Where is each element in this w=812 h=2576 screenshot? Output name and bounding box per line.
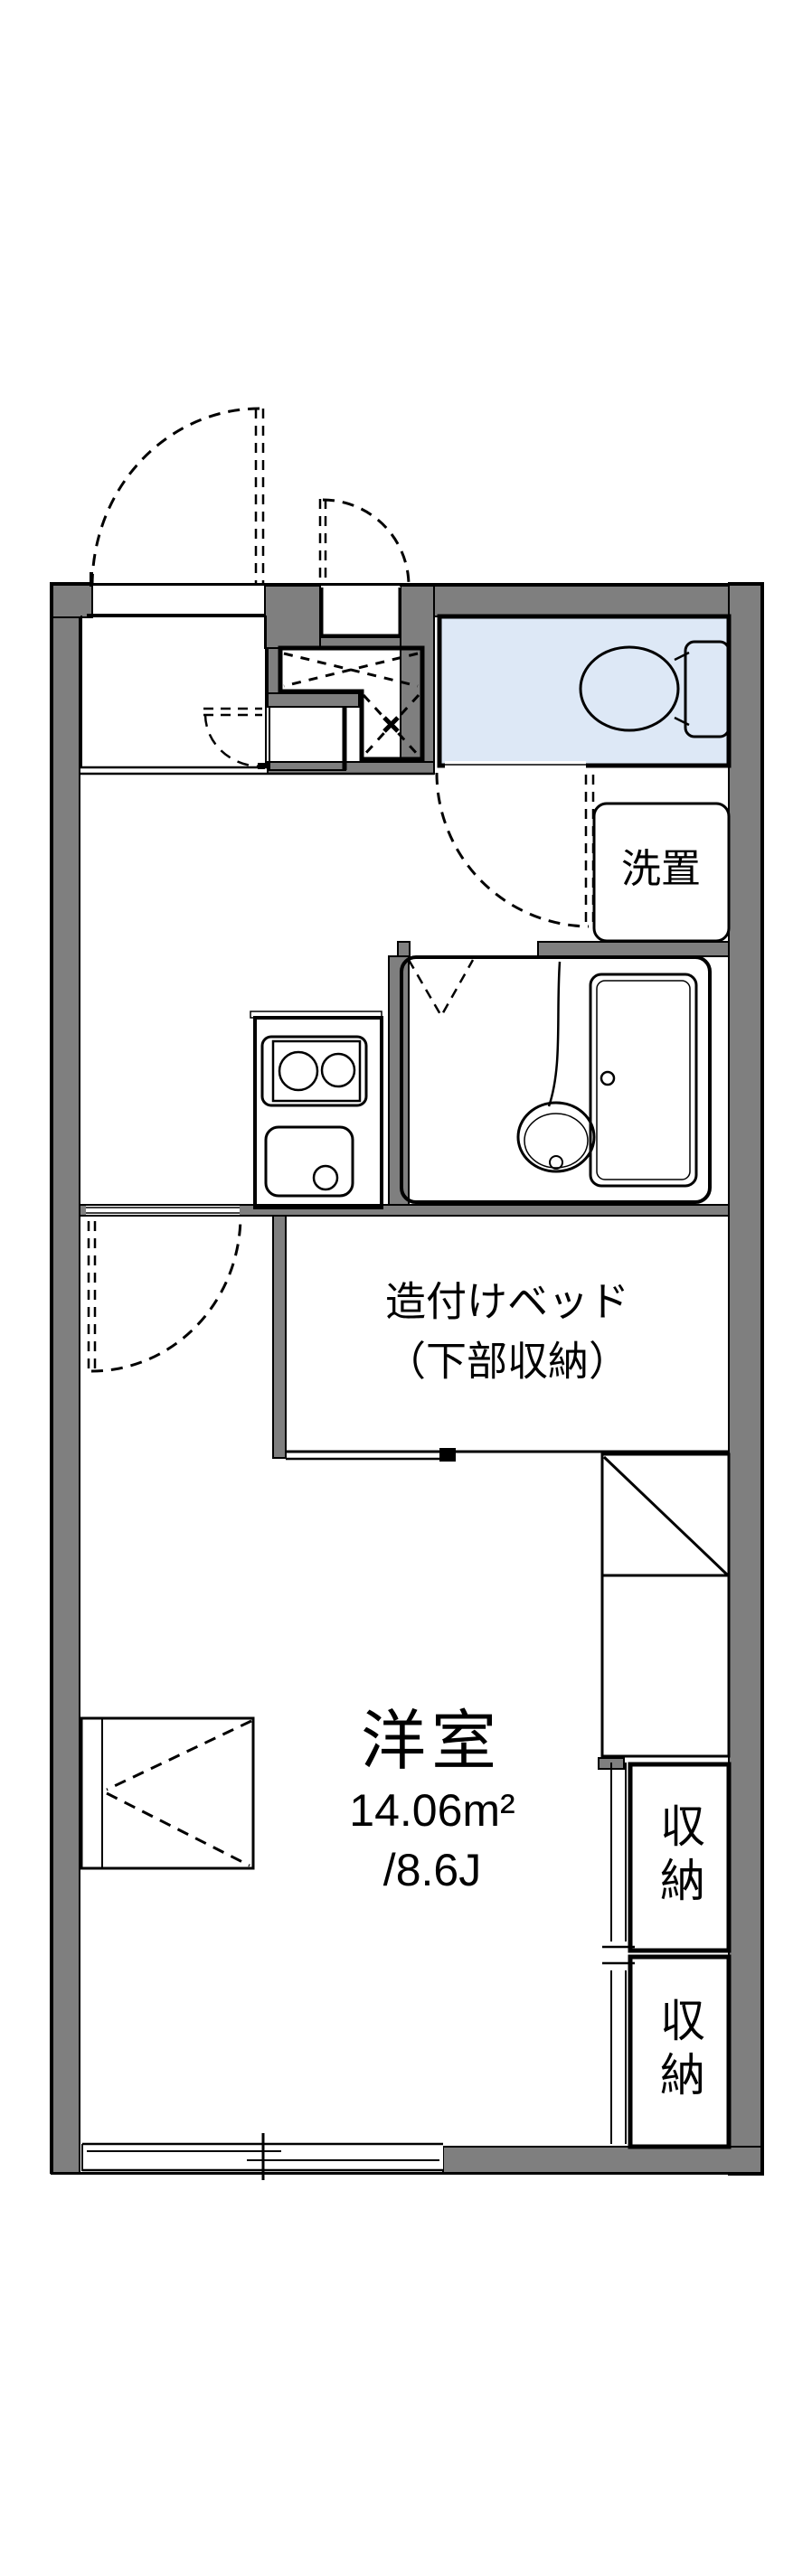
bathroom-unit [400, 955, 712, 1204]
storage-room [80, 572, 434, 776]
bath-folding-door-icon [407, 959, 475, 1019]
plan-outline [51, 583, 763, 2175]
storage-upper-label: 収納 [654, 1802, 704, 1911]
toilet-door-swing-icon [435, 772, 595, 928]
bed-label-line1: 造付けベッド [384, 1278, 630, 1325]
entrance-door-swing-icon [318, 498, 411, 587]
stove-icon [260, 1035, 368, 1107]
storage-door-swing-icon [90, 407, 265, 587]
washer-box [592, 802, 731, 943]
shoe-cabinet [269, 706, 347, 771]
shelf-unit [600, 1453, 731, 1758]
room-area-label: 14.06m² [349, 1785, 515, 1836]
bed-area [286, 1448, 729, 1462]
room-name-label: 洋室 [360, 1706, 503, 1778]
storage-room-door-swing-icon [203, 707, 265, 769]
kitchen-unit [250, 1011, 383, 1209]
storage-lower-label: 収納 [654, 1997, 704, 2105]
bedroom-doorway [86, 1206, 240, 1215]
room-tatami-label: /8.6J [382, 1845, 482, 1895]
storage-box-upper [628, 1762, 732, 1953]
entrance-recess [320, 587, 401, 637]
storage-box-lower [628, 1954, 732, 2149]
washbasin-icon [516, 1101, 596, 1173]
kitchen-sink-icon [264, 1125, 354, 1198]
toilet-room [437, 614, 732, 769]
bedroom-door-swing-icon [87, 1215, 242, 1373]
window-icon [81, 2133, 443, 2180]
toilet-icon [579, 640, 731, 738]
bathtub-icon [589, 973, 698, 1188]
genkan-floor [278, 645, 425, 762]
folding-table-icon [80, 1716, 255, 1870]
washer-label: 洗置 [621, 847, 701, 891]
bed-label-line2: （下部収納） [384, 1338, 630, 1385]
